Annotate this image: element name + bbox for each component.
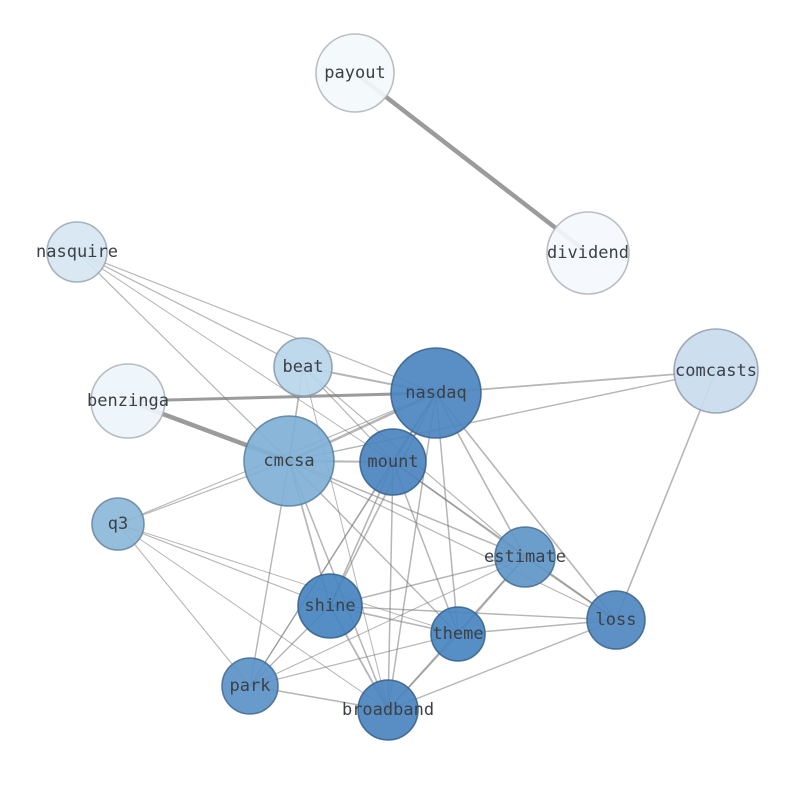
edge-nasquire-beat [76,251,304,368]
edge-payout-dividend [353,71,590,255]
node-shine [297,573,363,639]
edge-nasquire-nasdaq [76,251,437,394]
node-theme [430,606,486,662]
edge-cmcsa-loss [288,460,617,621]
node-comcasts [673,328,759,414]
edge-broadband-loss [387,619,617,711]
edge-q3-park [117,523,251,687]
node-payout [315,33,395,113]
node-nasquire [46,221,108,283]
node-broadband [357,679,419,741]
edge-q3-broadband [117,523,389,711]
edge-benzinga-nasdaq [127,391,437,403]
edge-nasdaq-loss [435,392,617,621]
edge-comcasts-loss [615,370,717,621]
edge-estimate-shine [329,556,526,607]
node-mount [359,428,427,496]
node-estimate [494,526,556,588]
edge-estimate-park [249,556,526,687]
node-beat [273,337,333,397]
edge-comcasts-nasdaq [435,370,717,394]
edge-q3-shine [117,523,331,607]
edge-nasquire-mount [76,251,394,463]
node-loss [586,590,646,650]
node-nasdaq [390,347,482,439]
node-q3 [91,497,145,551]
node-benzinga [90,363,166,439]
edge-comcasts-cmcsa [288,370,717,462]
edge-mount-broadband [387,461,394,711]
node-cmcsa [243,415,335,507]
edge-beat-broadband [302,366,389,711]
edge-mount-park [249,461,394,687]
node-park [221,657,279,715]
edge-nasdaq-broadband [387,392,437,711]
edge-theme-park [249,633,459,687]
node-dividend [546,211,630,295]
edge-nasquire-cmcsa [76,251,290,462]
edge-q3-theme [117,523,459,635]
